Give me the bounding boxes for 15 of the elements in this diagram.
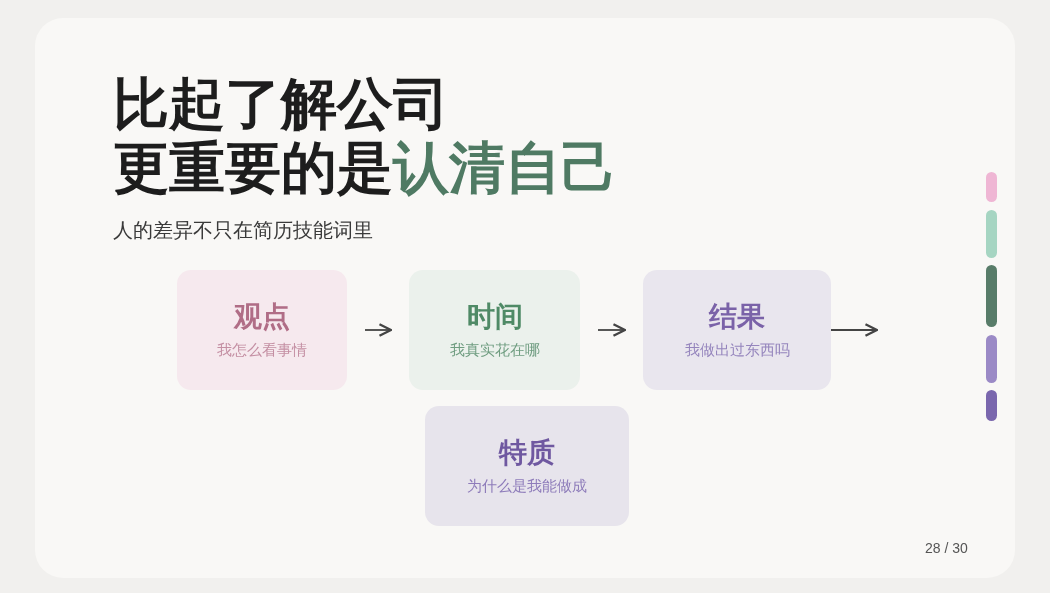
arrow	[364, 323, 393, 337]
step-card	[643, 270, 831, 390]
title: 比起了解公司更重要的是认清自己	[113, 72, 617, 200]
card-description: 我做出过东西吗	[684, 340, 790, 360]
arrow	[597, 323, 627, 337]
page-number: 28 / 30	[925, 539, 968, 558]
card-description: 我怎么看事情	[217, 340, 307, 360]
card-heading: 时间	[466, 300, 523, 334]
card-heading: 观点	[234, 300, 290, 334]
card-heading: 结果	[709, 300, 765, 334]
card-description: 我真实花在哪	[449, 340, 540, 360]
card-description: 为什么是我能做成	[467, 476, 587, 496]
card-heading: 特质	[499, 436, 555, 470]
subtitle: 人的差异不只在简历技能词里	[113, 218, 373, 243]
arrow	[830, 323, 879, 337]
